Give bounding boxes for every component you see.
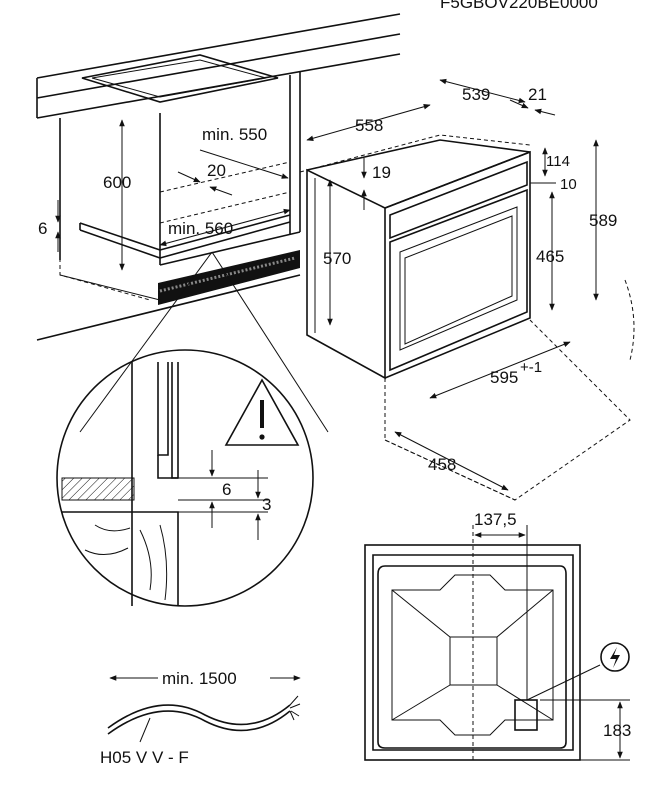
warning-icon [224, 378, 300, 446]
oven [299, 134, 635, 501]
dim-cabinet-depth: min. 550 [202, 125, 267, 144]
dim-total-height: 589 [589, 211, 617, 230]
dim-door-height: 465 [536, 247, 564, 266]
dim-oven-width-tolerance: +-1 [520, 359, 542, 376]
oven-back-view: 137,5 183 [364, 510, 631, 761]
dim-detail-gap-top: 6 [222, 480, 231, 499]
dim-oven-width: 595 [490, 368, 518, 387]
power-socket [514, 699, 538, 731]
cable-length: min. 1500 [162, 669, 237, 688]
dim-socket-height: 183 [603, 721, 631, 740]
hob [81, 54, 279, 103]
dim-cabinet-width: min. 560 [168, 219, 233, 238]
dim-cabinet-gap: 6 [38, 219, 47, 238]
dim-top-gap: 19 [372, 163, 391, 182]
dim-cabinet-height: 600 [103, 173, 131, 192]
model-code: F5GBOV220BE0000 [440, 0, 598, 12]
dim-socket-offset: 137,5 [474, 510, 517, 529]
cabinet-dimensions: 600 6 min. 550 20 min. 560 [38, 119, 291, 271]
oven-dimensions: 558 539 21 19 570 114 10 465 589 595 +-1… [306, 78, 617, 491]
dim-oven-depth: 558 [355, 116, 383, 135]
detail-magnifier: 6 3 [56, 251, 329, 607]
dim-oven-height: 570 [323, 249, 351, 268]
dim-cabinet-offset: 20 [207, 161, 226, 180]
dim-side-depth: 458 [428, 455, 456, 474]
dim-door-thickness: 21 [528, 85, 547, 104]
dim-control-offset: 10 [560, 176, 577, 193]
electrical-icon [600, 642, 630, 672]
dim-oven-front-depth: 539 [462, 85, 490, 104]
dim-detail-gap-bottom: 3 [262, 495, 271, 514]
cable-type: H05 V V - F [100, 748, 189, 767]
power-cable: min. 1500 H05 V V - F [100, 665, 301, 767]
dim-control-height: 114 [546, 153, 570, 170]
